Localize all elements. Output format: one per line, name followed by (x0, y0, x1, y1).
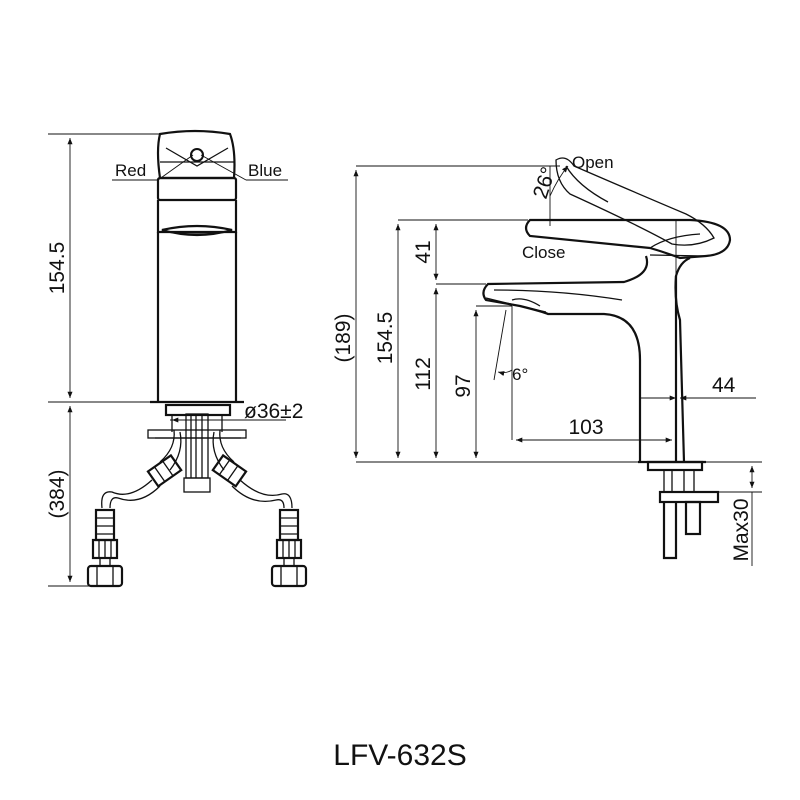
reach-dim: 103 (568, 416, 603, 439)
red-label: Red (115, 161, 146, 180)
faucet-body (482, 255, 649, 462)
open-angle-label: 26° (529, 164, 561, 201)
blue-label: Blue (248, 161, 282, 180)
hose-length-dim: (384) (46, 469, 69, 518)
front-handle (156, 129, 236, 180)
open-label: Open (572, 153, 614, 172)
handle-open-position (555, 157, 715, 246)
spout-angle-label: 6° (512, 365, 528, 384)
max-counter-dim: Max30 (730, 498, 753, 561)
handle-height-dim: 41 (412, 240, 435, 263)
front-height-dim: 154.5 (46, 242, 69, 295)
hole-diameter-dim: ø36±2 (244, 400, 303, 423)
close-label: Close (522, 243, 565, 262)
body-depth-dim: 44 (712, 374, 736, 397)
front-view: Red Blue 154.5 (384) ø36±2 (46, 129, 308, 588)
model-name: LFV-632S (333, 739, 466, 772)
handle-closed-position (524, 218, 732, 260)
hose-right (239, 479, 293, 509)
side-view: (189) 154.5 41 112 97 103 44 6° 26° Open… (332, 153, 762, 566)
side-total-height-dim: (189) (332, 313, 355, 362)
hose-left (101, 479, 153, 509)
spout-outlet-height-dim: 97 (452, 374, 475, 397)
spout-top-height-dim: 112 (412, 357, 435, 390)
indicator-dot (190, 148, 204, 162)
side-height-dim: 154.5 (374, 312, 397, 365)
